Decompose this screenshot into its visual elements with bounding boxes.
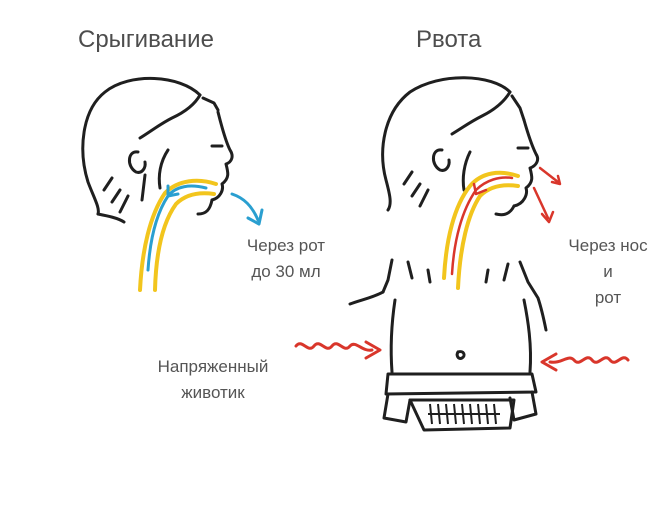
note-tense-tummy: Напряженный животик bbox=[140, 354, 286, 406]
regurgitation-arrow bbox=[146, 184, 264, 272]
diaper-tape bbox=[428, 403, 500, 425]
title-vomiting: Рвота bbox=[416, 26, 482, 53]
pressure-arrow-left bbox=[294, 340, 382, 360]
note-through-nose-line1: Через нос bbox=[568, 236, 648, 255]
note-tense-tummy-line1: Напряженный bbox=[157, 357, 269, 376]
note-through-mouth-line2: до 30 мл bbox=[251, 262, 321, 281]
note-through-nose-line3: рот bbox=[594, 288, 622, 307]
pressure-arrow-right bbox=[540, 352, 630, 372]
baby-body bbox=[348, 258, 548, 432]
esophagus-right bbox=[442, 170, 520, 290]
title-regurgitation: Срыгивание bbox=[78, 26, 214, 53]
baby-head-right bbox=[381, 76, 540, 217]
note-through-mouth: Через рот до 30 мл bbox=[234, 233, 338, 285]
note-through-mouth-line1: Через рот bbox=[246, 236, 326, 255]
note-through-nose-line2: и bbox=[603, 262, 613, 281]
note-tense-tummy-line2: животик bbox=[181, 383, 245, 402]
baby-head-left bbox=[81, 76, 234, 224]
note-through-nose: Через нос и рот bbox=[556, 233, 660, 311]
vomit-arrows bbox=[450, 166, 562, 276]
esophagus-left bbox=[138, 178, 218, 292]
